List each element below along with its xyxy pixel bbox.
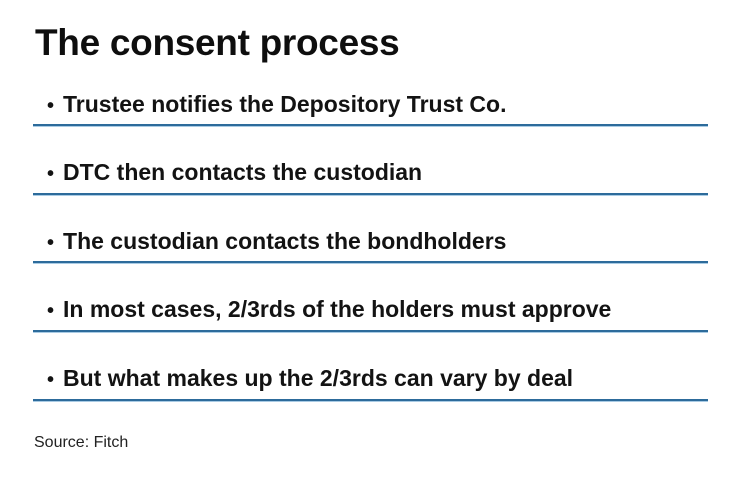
bullet-icon: • <box>47 163 55 186</box>
consent-steps-list: • Trustee notifies the Depository Trust … <box>33 91 708 402</box>
divider <box>33 124 708 128</box>
list-item-label: DTC then contacts the custodian <box>63 159 423 186</box>
bullet-icon: • <box>47 368 55 391</box>
list-item: • In most cases, 2/3rds of the holders m… <box>33 296 708 333</box>
page-title: The consent process <box>35 22 400 63</box>
source-credit: Source: Fitch <box>34 433 129 451</box>
list-item: • But what makes up the 2/3rds can vary … <box>33 365 708 402</box>
list-item: • DTC then contacts the custodian <box>33 159 708 196</box>
list-item: • The custodian contacts the bondholders <box>33 228 708 265</box>
list-item-text: • Trustee notifies the Depository Trust … <box>33 91 708 119</box>
list-item-text: • But what makes up the 2/3rds can vary … <box>33 365 708 393</box>
divider <box>33 261 708 265</box>
list-item-label: In most cases, 2/3rds of the holders mus… <box>63 296 612 323</box>
bullet-icon: • <box>47 94 55 117</box>
list-item-label: But what makes up the 2/3rds can vary by… <box>63 364 574 391</box>
list-item-text: • DTC then contacts the custodian <box>33 159 708 187</box>
bullet-icon: • <box>47 300 55 323</box>
list-item: • Trustee notifies the Depository Trust … <box>33 91 708 128</box>
divider <box>33 398 708 402</box>
list-item-label: The custodian contacts the bondholders <box>63 227 507 254</box>
divider <box>33 329 708 333</box>
divider <box>33 192 708 196</box>
list-item-text: • The custodian contacts the bondholders <box>33 228 708 256</box>
list-item-text: • In most cases, 2/3rds of the holders m… <box>33 296 708 324</box>
bullet-icon: • <box>47 231 55 254</box>
list-item-label: Trustee notifies the Depository Trust Co… <box>63 90 507 117</box>
